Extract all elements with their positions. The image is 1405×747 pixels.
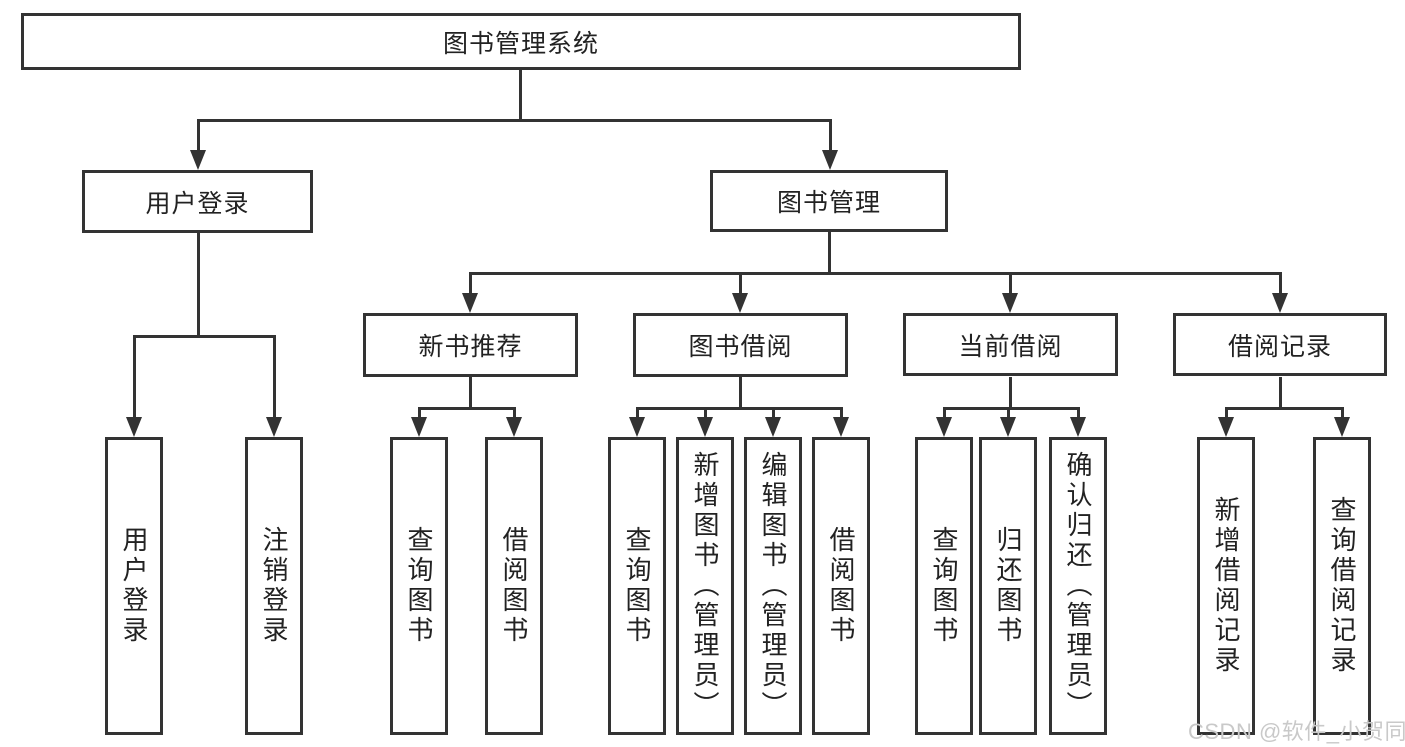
node-label: 查询图书: [622, 526, 652, 646]
node-label: 查询图书: [404, 526, 434, 646]
node-label: 图书管理: [776, 189, 881, 217]
edge-to-leaf: [513, 407, 516, 418]
arrowhead: [936, 417, 952, 437]
arrowhead: [266, 417, 282, 437]
leaf-query-borrow-record: 查询借阅记录: [1313, 437, 1371, 735]
node-label: 用户登录: [145, 189, 250, 218]
node-system-root: 图书管理系统: [21, 13, 1021, 70]
node-current-borrow: 当前借阅: [903, 313, 1118, 376]
arrowhead: [1070, 417, 1086, 437]
edge-to-leaf: [704, 407, 707, 418]
edge-to-borrow-records: [1279, 272, 1282, 294]
edge-borrow-records-stem: [1279, 377, 1282, 410]
arrowhead: [822, 150, 838, 170]
edge-borrow-records-branch: [1225, 407, 1344, 410]
edge-to-leaf: [772, 407, 775, 418]
edge-to-leaf: [636, 407, 639, 418]
edge-book-management-branch: [469, 272, 1282, 275]
leaf-query-books-recommend: 查询图书: [390, 437, 448, 735]
node-new-book-recommend: 新书推荐: [363, 313, 578, 377]
node-label: 注销登录: [259, 526, 289, 646]
leaf-edit-book-admin: 编辑图书（管理员）: [744, 437, 802, 735]
edge-to-new-book: [469, 272, 472, 294]
arrowhead: [1000, 417, 1016, 437]
node-label: 确认归还（管理员）: [1063, 451, 1093, 721]
edge-book-borrow-stem: [739, 377, 742, 410]
node-label: 查询借阅记录: [1327, 496, 1357, 676]
node-label: 编辑图书（管理员）: [758, 451, 788, 721]
edge-to-leaf: [1341, 407, 1344, 418]
edge-book-borrow-branch: [636, 407, 843, 410]
edge-to-book-borrow: [739, 272, 742, 294]
arrowhead: [765, 417, 781, 437]
node-label: 新增借阅记录: [1211, 496, 1241, 676]
edge-user-login-branch: [133, 335, 275, 338]
leaf-confirm-return-admin: 确认归还（管理员）: [1049, 437, 1107, 735]
edge-to-leaf: [418, 407, 421, 418]
arrowhead: [833, 417, 849, 437]
leaf-return-books: 归还图书: [979, 437, 1037, 735]
edge-to-current-borrow: [1009, 272, 1012, 294]
node-label: 图书借阅: [688, 333, 793, 361]
node-label: 借阅图书: [499, 526, 529, 646]
edge-book-management-stem: [828, 232, 831, 275]
edge-to-leaf: [133, 335, 136, 418]
leaf-logout: 注销登录: [245, 437, 303, 735]
node-borrow-records: 借阅记录: [1173, 313, 1387, 376]
edge-to-book-management: [829, 119, 832, 151]
node-label: 查询图书: [929, 526, 959, 646]
arrowhead: [1272, 293, 1288, 313]
arrowhead: [462, 293, 478, 313]
arrowhead: [629, 417, 645, 437]
node-label: 图书管理系统: [442, 29, 599, 58]
leaf-borrow-books-recommend: 借阅图书: [485, 437, 543, 735]
edge-current-borrow-branch: [943, 407, 1080, 410]
arrowhead: [126, 417, 142, 437]
edge-to-leaf: [943, 407, 946, 418]
node-user-login: 用户登录: [82, 170, 313, 233]
edge-to-leaf: [1077, 407, 1080, 418]
edge-to-leaf: [273, 335, 276, 418]
arrowhead: [732, 293, 748, 313]
node-book-management: 图书管理: [710, 170, 948, 232]
edge-to-leaf: [1007, 407, 1010, 418]
arrowhead: [190, 150, 206, 170]
edge-new-book-stem: [469, 377, 472, 410]
leaf-user-login: 用户登录: [105, 437, 163, 735]
leaf-query-books-current: 查询图书: [915, 437, 973, 735]
arrowhead: [1002, 293, 1018, 313]
arrowhead: [697, 417, 713, 437]
node-label: 新增图书（管理员）: [690, 451, 720, 721]
arrowhead: [1334, 417, 1350, 437]
leaf-query-books-borrow: 查询图书: [608, 437, 666, 735]
edge-new-book-branch: [418, 407, 516, 410]
edge-root-stem: [519, 69, 522, 122]
node-label: 用户登录: [119, 526, 149, 646]
edge-to-user-login: [197, 119, 200, 151]
edge-to-leaf: [1225, 407, 1228, 418]
watermark: CSDN @软件_小贺同学: [1188, 719, 1405, 744]
edge-current-borrow-stem: [1009, 377, 1012, 410]
node-label: 借阅图书: [826, 526, 856, 646]
arrowhead: [411, 417, 427, 437]
leaf-borrow-books: 借阅图书: [812, 437, 870, 735]
node-label: 新书推荐: [418, 333, 523, 361]
node-label: 归还图书: [993, 526, 1023, 646]
arrowhead: [506, 417, 522, 437]
edge-to-leaf: [840, 407, 843, 418]
node-label: 当前借阅: [958, 332, 1063, 361]
leaf-add-borrow-record: 新增借阅记录: [1197, 437, 1255, 735]
leaf-add-book-admin: 新增图书（管理员）: [676, 437, 734, 735]
node-book-borrow: 图书借阅: [633, 313, 848, 377]
edge-root-branch: [197, 119, 831, 122]
node-label: 借阅记录: [1227, 332, 1332, 361]
arrowhead: [1218, 417, 1234, 437]
edge-user-login-stem: [197, 233, 200, 338]
